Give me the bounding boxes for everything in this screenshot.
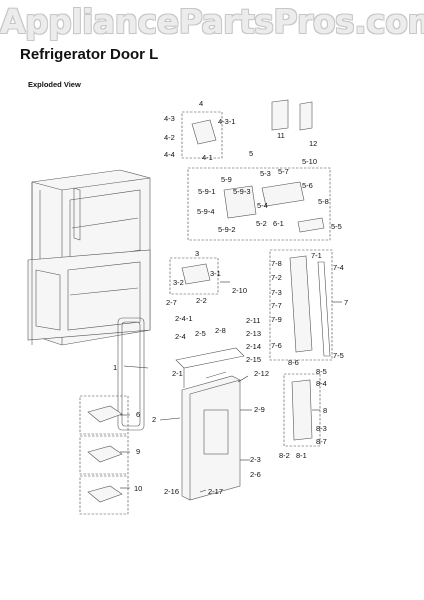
callout-6: 6 [136,410,140,419]
callout-4-2: 4-2 [164,133,175,142]
callout-2-6: 2-6 [250,470,261,479]
page-title: Refrigerator Door L [20,46,159,63]
group-box-7 [269,249,333,361]
callout-5-6: 5-6 [302,181,313,190]
callout-5-4: 5-4 [257,201,268,210]
callout-2-13: 2-13 [246,329,261,338]
callout-5: 5 [249,149,253,158]
callout-8-7: 8-7 [316,437,327,446]
watermark-logo: AppliancePartsPros.com [0,2,424,41]
callout-4-1: 4-1 [202,153,213,162]
callout-5-7: 5-7 [278,167,289,176]
refrigerator-cabinet-sketch [27,169,151,346]
callout-7-9: 7-9 [271,315,282,324]
callout-2-4: 2-4 [175,332,186,341]
part-9-sketch [87,445,123,463]
callout-2-7: 2-7 [166,298,177,307]
callout-7-4: 7-4 [333,263,344,272]
group-box-5 [187,167,331,241]
callout-5-9-2: 5-9-2 [218,225,236,234]
callout-3: 3 [195,249,199,258]
part-5-9-sketch [223,185,257,219]
part-8-sketch [291,379,313,441]
callout-2: 2 [152,415,156,424]
group-box-4 [181,111,223,159]
group-box-10 [79,475,129,515]
callout-5-3: 5-3 [260,169,271,178]
callout-8-6: 8-6 [288,358,299,367]
callout-5-9: 5-9 [221,175,232,184]
part-3-1-sketch [181,263,211,285]
callout-6-1: 6-1 [273,219,284,228]
callout-9: 9 [136,447,140,456]
callout-2-8: 2-8 [215,326,226,335]
part-6-sketch [87,405,123,423]
callout-7-1: 7-1 [311,251,322,260]
callout-2-11: 2-11 [246,316,260,325]
callout-5-10: 5-10 [302,157,317,166]
callout-8-4: 8-4 [316,379,327,388]
group-box-9 [79,435,129,475]
callout-2-10: 2-10 [232,286,247,295]
group-box-6 [79,395,129,435]
part-7-sketch [289,255,313,353]
callout-4-3-1: 4-3-1 [218,117,236,126]
callout-10: 10 [134,484,142,493]
callout-5-9-1: 5-9-1 [198,187,216,196]
callout-5-8: 5-8 [318,197,329,206]
callout-4-4: 4-4 [164,150,175,159]
callout-8-1: 8-1 [296,451,307,460]
leader-lines [120,281,342,493]
callout-7-7: 7-7 [271,301,282,310]
callout-2-14: 2-14 [246,342,261,351]
callout-2-9: 2-9 [254,405,265,414]
callout-5-2: 5-2 [256,219,267,228]
callout-2-4-1: 2-4-1 [175,314,193,323]
callout-11: 11 [277,131,285,140]
callout-4-3: 4-3 [164,114,175,123]
callout-5-9-3: 5-9-3 [233,187,251,196]
callout-2-1: 2-1 [172,369,183,378]
part-door-assembly [175,347,245,501]
group-box-3 [169,257,219,295]
part-11-sketch [271,99,289,131]
callout-5-9-4: 5-9-4 [197,207,215,216]
callout-8-2: 8-2 [279,451,290,460]
part-10-sketch [87,485,123,503]
callout-12: 12 [309,139,317,148]
part-door-gasket [117,317,145,431]
part-5-5-sketch [297,217,325,233]
view-subtitle: Exploded View [28,80,81,89]
callout-8-5: 8-5 [316,367,327,376]
callout-8: 8 [323,406,327,415]
part-12-sketch [299,101,313,131]
callout-7-2: 7-2 [271,273,282,282]
callout-2-17: 2-17 [208,487,223,496]
callout-labels: 4 4-3 4-3-1 4-2 4-4 4-1 11 12 5 5-10 5-3… [113,99,348,496]
callout-7-5: 7-5 [333,351,344,360]
callout-4: 4 [199,99,203,108]
callout-7-8: 7-8 [271,259,282,268]
part-5-3-sketch [261,181,305,207]
part-4-sketch [191,119,217,145]
callout-2-12: 2-12 [254,369,269,378]
callout-7: 7 [344,298,348,307]
callout-8-3: 8-3 [316,424,327,433]
callout-1: 1 [113,363,117,372]
callout-2-3: 2-3 [250,455,261,464]
callout-3-1: 3-1 [210,269,221,278]
callout-7-6: 7-6 [271,341,282,350]
callout-3-2: 3-2 [173,278,184,287]
callout-2-2: 2-2 [196,296,207,305]
callout-7-3: 7-3 [271,288,282,297]
callout-2-16: 2-16 [164,487,179,496]
callout-5-5: 5-5 [331,222,342,231]
callout-2-5: 2-5 [195,329,206,338]
callout-2-15: 2-15 [246,355,261,364]
